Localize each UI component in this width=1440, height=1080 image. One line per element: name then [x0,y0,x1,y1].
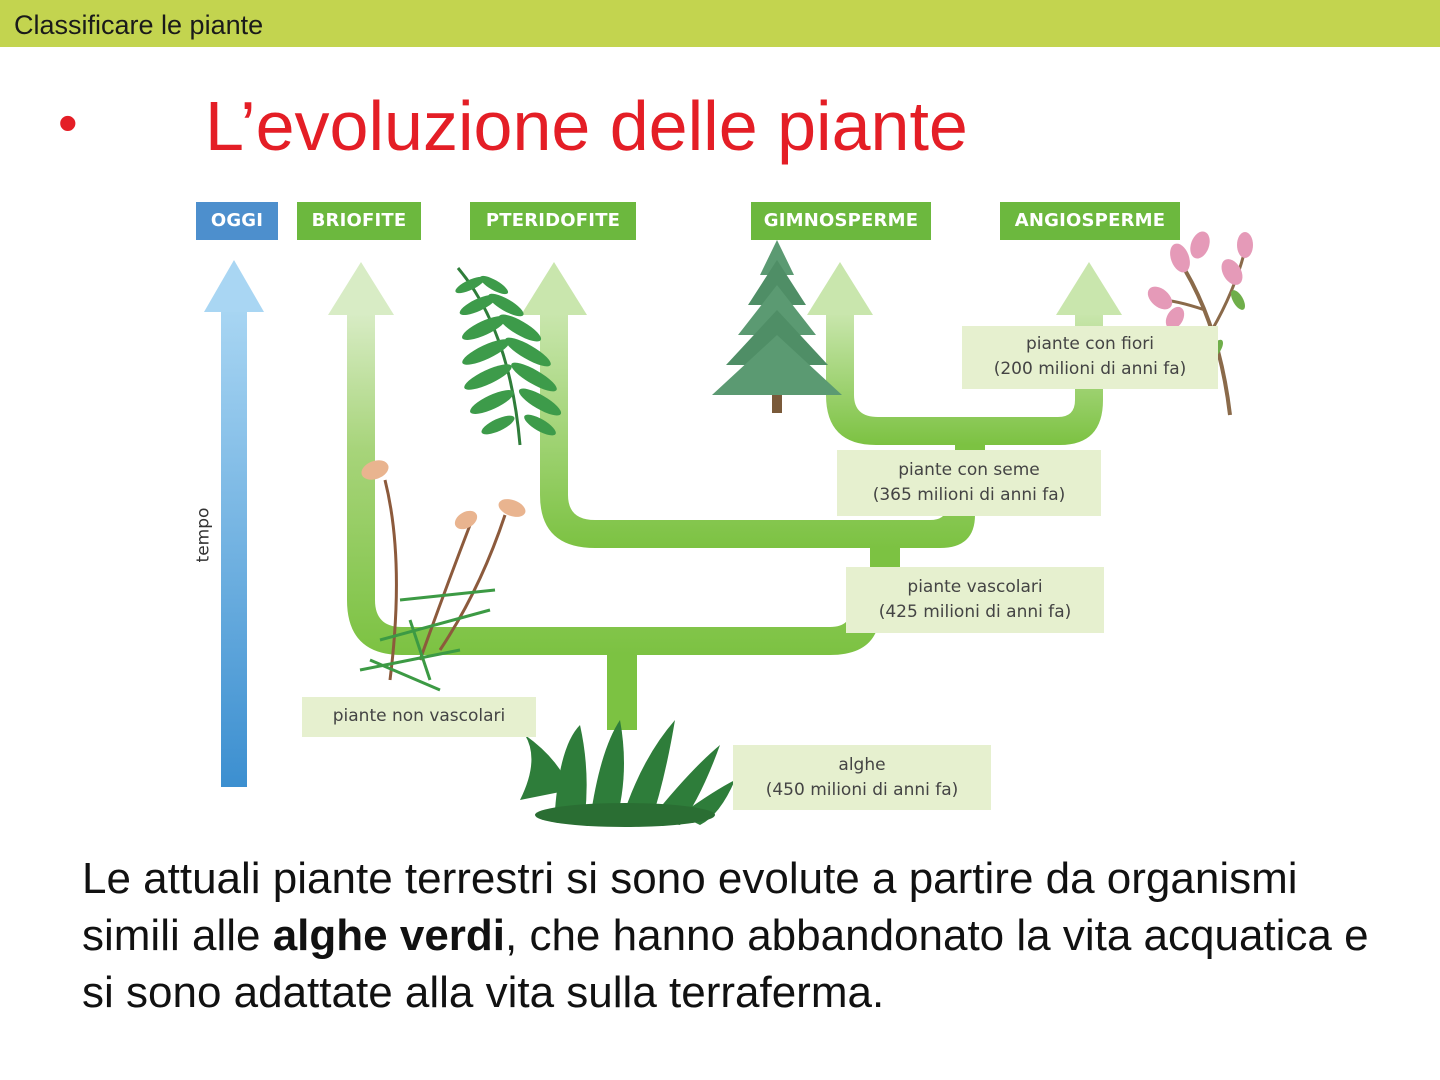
arrow-pteridofite [521,262,587,315]
time-axis-label: tempo [193,507,214,563]
header-title: Classificare le piante [14,10,264,40]
box-fiori-line2: (200 milioni di anni fa) [993,359,1187,379]
tag-briofite: BRIOFITE [297,202,421,240]
pine-illustration [712,240,842,413]
box-non-vascolari-line1: piante non vascolari [332,706,506,726]
box-vascolari-line1: piante vascolari [907,577,1043,597]
arrow-angiosperme [1056,262,1122,315]
box-fiori-line1: piante con fiori [1026,334,1154,354]
paragraph-part1: Le attuali piante terrestri si sono evol… [82,854,1298,960]
fern-illustration [455,267,562,446]
algae-illustration [520,720,735,827]
box-alghe: alghe (450 milioni di anni fa) [733,745,991,810]
slide-title: L’evoluzione delle piante [205,87,968,165]
box-piante-vascolari: piante vascolari (425 milioni di anni fa… [846,567,1104,633]
box-seme-line1: piante con seme [898,460,1040,480]
moss-illustration [359,460,526,692]
branch-seed [540,313,975,548]
box-alghe-line2: (450 milioni di anni fa) [765,780,959,800]
box-piante-con-seme: piante con seme (365 milioni di anni fa) [837,450,1101,516]
title-bullet: • [58,91,78,154]
body-paragraph: Le attuali piante terrestri si sono evol… [82,850,1402,1021]
box-piante-con-fiori: piante con fiori (200 milioni di anni fa… [962,326,1218,389]
header-bar: Classificare le piante [0,0,1440,47]
tag-oggi: OGGI [196,202,278,240]
tag-pteridofite: PTERIDOFITE [470,202,636,240]
box-alghe-line1: alghe [838,755,886,775]
tag-angiosperme: ANGIOSPERME [1000,202,1180,240]
paragraph-bold: alghe verdi [272,911,506,960]
box-piante-non-vascolari: piante non vascolari [302,697,536,737]
tag-gimnosperme: GIMNOSPERME [751,202,931,240]
arrow-briofite [328,262,394,315]
time-arrow [204,260,264,787]
trunk-branch [607,655,637,730]
box-vascolari-line2: (425 milioni di anni fa) [878,602,1072,622]
box-seme-line2: (365 milioni di anni fa) [872,485,1066,505]
paragraph-part2: , che hanno abbandonato la vita acquatic… [82,911,1369,1017]
arrow-gimnosperme [807,262,873,315]
